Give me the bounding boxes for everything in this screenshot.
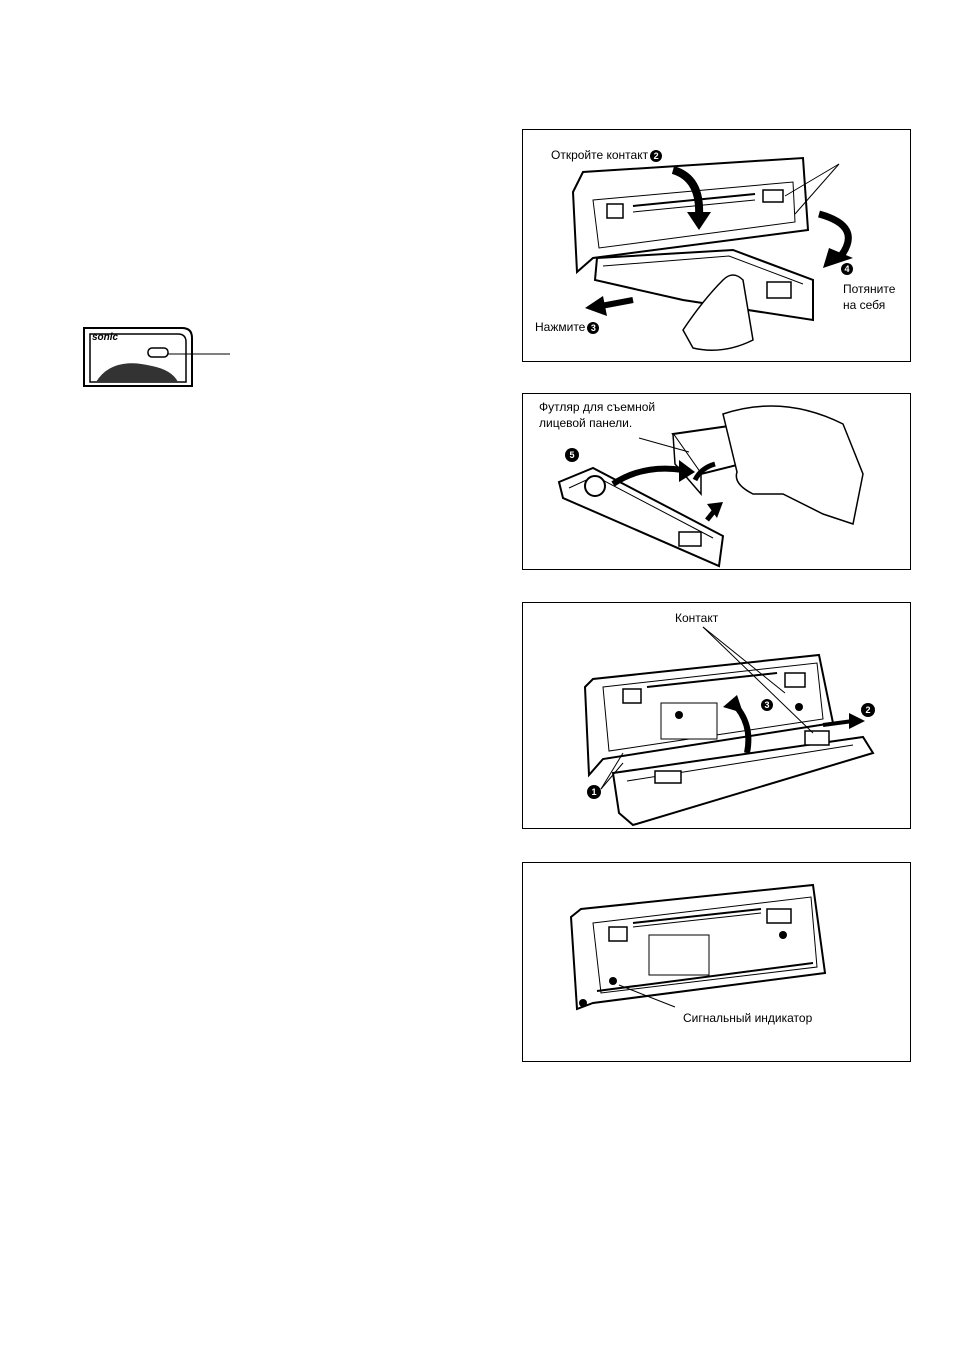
contact-label: Контакт xyxy=(675,611,718,625)
figure-attach-faceplate: Контакт 1 2 3 xyxy=(522,602,911,829)
case-label-line2: лицевой панели. xyxy=(539,416,632,430)
case-label-line1: Футляр для съемной xyxy=(539,400,655,414)
figure-signal-indicator: Сигнальный индикатор xyxy=(522,862,911,1062)
thumbnail-brand-text: sonic xyxy=(92,331,118,345)
pull-toward-label-2: на себя xyxy=(843,298,885,312)
faceplate-thumbnail: sonic xyxy=(82,326,258,398)
pull-step-badge: 4 xyxy=(841,263,853,275)
figure-faceplate-case: Футляр для съемной лицевой панели. 5 xyxy=(522,393,911,570)
signal-indicator-illustration xyxy=(523,863,910,1061)
pull-toward-label: Потяните xyxy=(843,282,895,296)
step-badge: 2 xyxy=(650,150,662,162)
attach-faceplate-illustration xyxy=(523,603,910,828)
press-step-badge: 3 xyxy=(587,322,599,334)
attach-step1-badge: 1 xyxy=(587,785,601,799)
attach-step3-badge: 3 xyxy=(761,699,773,711)
attach-step2-badge: 2 xyxy=(861,703,875,717)
signal-indicator-label: Сигнальный индикатор xyxy=(683,1011,812,1025)
case-step-badge: 5 xyxy=(565,448,579,462)
